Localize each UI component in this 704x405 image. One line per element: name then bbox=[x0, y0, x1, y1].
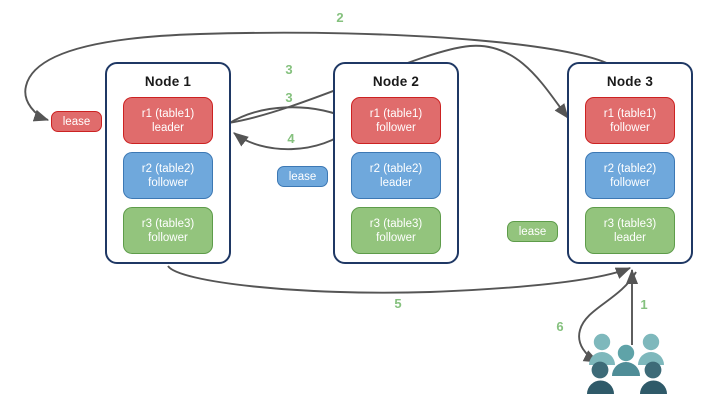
replica-node2-r3[interactable]: r3 (table3) follower bbox=[351, 207, 441, 254]
node-title-node2: Node 2 bbox=[372, 74, 420, 89]
replica-node1-r3[interactable]: r3 (table3) follower bbox=[123, 207, 213, 254]
replica-role: follower bbox=[610, 121, 650, 134]
replica-name: r2 (table2) bbox=[603, 162, 657, 175]
replica-name: r2 (table2) bbox=[141, 162, 195, 175]
step-label-6: 6 bbox=[556, 319, 564, 334]
replica-role: leader bbox=[614, 231, 646, 244]
step-label-5: 5 bbox=[394, 296, 402, 311]
lease-chip-r3[interactable]: lease bbox=[507, 221, 558, 242]
replica-role: follower bbox=[148, 231, 188, 244]
lease-chip-r2[interactable]: lease bbox=[277, 166, 328, 187]
step-label-1: 1 bbox=[640, 297, 648, 312]
replica-node2-r1[interactable]: r1 (table1) follower bbox=[351, 97, 441, 144]
node-box-node2[interactable]: Node 2 r1 (table1) follower r2 (table2) … bbox=[333, 62, 459, 264]
step-label-2: 2 bbox=[336, 10, 344, 25]
step-label-4: 4 bbox=[287, 131, 295, 146]
replica-name: r3 (table3) bbox=[603, 217, 657, 230]
replica-name: r1 (table1) bbox=[369, 107, 423, 120]
replica-node2-r2[interactable]: r2 (table2) leader bbox=[351, 152, 441, 199]
node-box-node3[interactable]: Node 3 r1 (table1) follower r2 (table2) … bbox=[567, 62, 693, 264]
replica-name: r3 (table3) bbox=[369, 217, 423, 230]
node-title-node1: Node 1 bbox=[144, 74, 192, 89]
replica-node3-r1[interactable]: r1 (table1) follower bbox=[585, 97, 675, 144]
replica-node1-r1[interactable]: r1 (table1) leader bbox=[123, 97, 213, 144]
replica-node1-r2[interactable]: r2 (table2) follower bbox=[123, 152, 213, 199]
people-group-icon bbox=[587, 333, 667, 394]
lease-chip-r1[interactable]: lease bbox=[51, 111, 102, 132]
replica-node3-r2[interactable]: r2 (table2) follower bbox=[585, 152, 675, 199]
replica-name: r2 (table2) bbox=[369, 162, 423, 175]
step-label-3-node2: 3 bbox=[285, 90, 293, 105]
replica-name: r1 (table1) bbox=[603, 107, 657, 120]
replica-role: follower bbox=[376, 121, 416, 134]
step-label-3-node3: 3 bbox=[285, 62, 293, 77]
replica-role: leader bbox=[380, 176, 412, 189]
arrow-step-5 bbox=[167, 265, 632, 294]
node-box-node1[interactable]: Node 1 r1 (table1) leader r2 (table2) fo… bbox=[105, 62, 231, 264]
replica-role: leader bbox=[152, 121, 184, 134]
replica-role: follower bbox=[376, 231, 416, 244]
replica-name: r1 (table1) bbox=[141, 107, 195, 120]
replica-role: follower bbox=[610, 176, 650, 189]
replica-node3-r3[interactable]: r3 (table3) leader bbox=[585, 207, 675, 254]
replica-name: r3 (table3) bbox=[141, 217, 195, 230]
node-title-node3: Node 3 bbox=[606, 74, 654, 89]
replica-role: follower bbox=[148, 176, 188, 189]
